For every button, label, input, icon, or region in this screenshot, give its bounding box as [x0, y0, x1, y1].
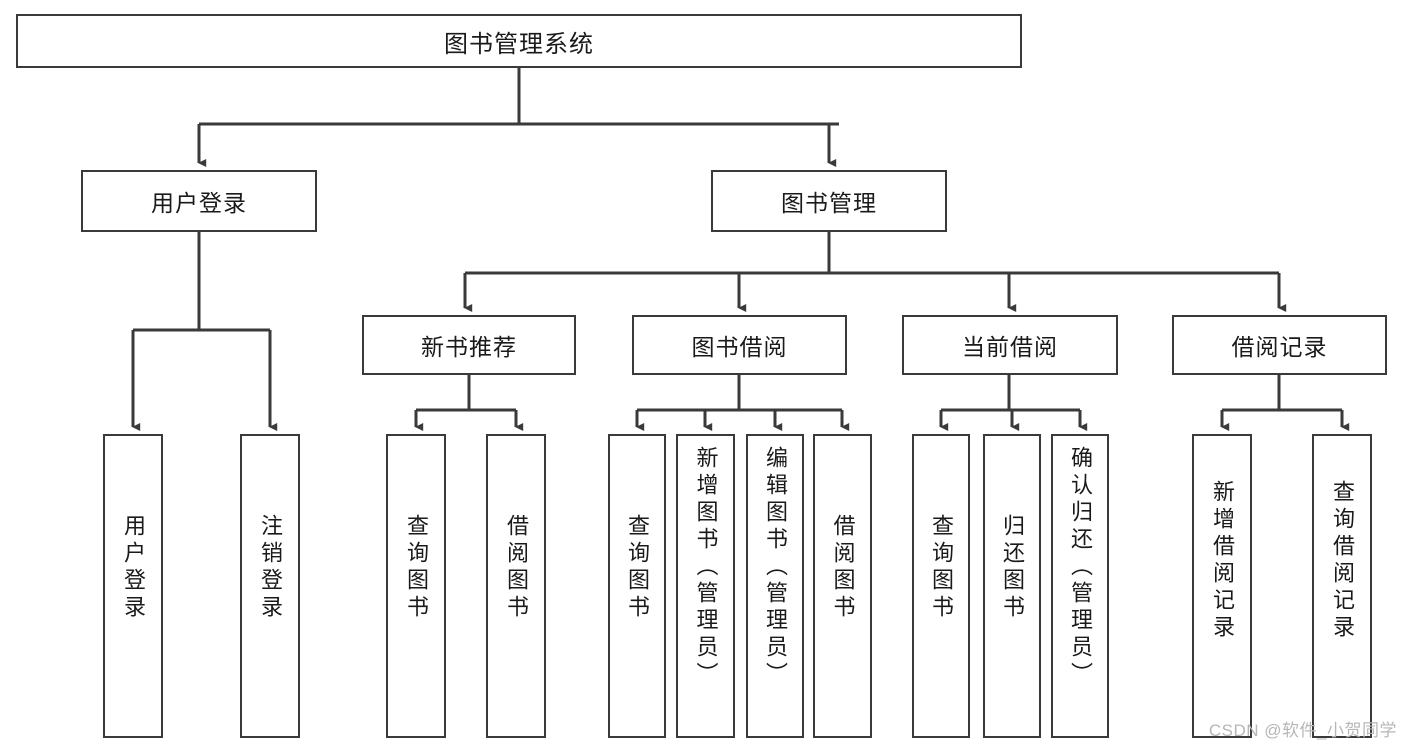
- leaf-borrow-book-new[interactable]: 借阅图书: [486, 434, 546, 738]
- leaf-add-borrow-record[interactable]: 新增借阅记录: [1192, 434, 1252, 738]
- leaf-user-logout[interactable]: 注销登录: [240, 434, 300, 738]
- leaf-query-book-new[interactable]: 查询图书: [386, 434, 446, 738]
- leaf-lend-book[interactable]: 借阅图书: [813, 434, 872, 738]
- node-user-login[interactable]: 用户登录: [81, 170, 317, 232]
- node-borrow-records-label: 借阅记录: [1231, 334, 1328, 360]
- node-book-management-label: 图书管理: [781, 190, 877, 216]
- node-current-borrow-label: 当前借阅: [962, 334, 1058, 360]
- node-new-book-recommend[interactable]: 新书推荐: [362, 315, 576, 375]
- csdn-watermark: CSDN @软件_小贺同学: [1208, 721, 1397, 740]
- leaf-query-borrow-record-label: 查询借阅记录: [1330, 480, 1355, 642]
- node-borrow-records[interactable]: 借阅记录: [1172, 315, 1387, 375]
- leaf-add-book-admin[interactable]: 新增图书（管理员）: [676, 434, 735, 738]
- leaf-add-book-admin-label: 新增图书（管理员）: [693, 446, 719, 689]
- leaf-query-borrow-record[interactable]: 查询借阅记录: [1312, 434, 1372, 738]
- node-current-borrow[interactable]: 当前借阅: [902, 315, 1118, 375]
- node-root-label: 图书管理系统: [444, 30, 594, 58]
- node-book-management[interactable]: 图书管理: [711, 170, 947, 232]
- leaf-return-book-label: 归还图书: [1000, 514, 1025, 622]
- leaf-query-book-new-label: 查询图书: [404, 514, 429, 622]
- node-user-login-label: 用户登录: [151, 190, 247, 216]
- leaf-lend-book-label: 借阅图书: [830, 514, 856, 622]
- leaf-confirm-return-admin-label: 确认归还（管理员）: [1068, 446, 1093, 689]
- node-new-book-recommend-label: 新书推荐: [421, 334, 517, 360]
- leaf-edit-book-admin[interactable]: 编辑图书（管理员）: [746, 434, 804, 738]
- leaf-borrow-book-new-label: 借阅图书: [504, 514, 529, 622]
- node-root[interactable]: 图书管理系统: [16, 14, 1022, 68]
- node-book-borrow-label: 图书借阅: [691, 334, 788, 360]
- leaf-return-book[interactable]: 归还图书: [983, 434, 1041, 738]
- leaf-confirm-return-admin[interactable]: 确认归还（管理员）: [1051, 434, 1109, 738]
- leaf-query-book-current[interactable]: 查询图书: [912, 434, 970, 738]
- leaf-edit-book-admin-label: 编辑图书（管理员）: [763, 446, 788, 689]
- leaf-query-book-borrow[interactable]: 查询图书: [608, 434, 666, 738]
- node-book-borrow[interactable]: 图书借阅: [632, 315, 847, 375]
- leaf-add-borrow-record-label: 新增借阅记录: [1210, 480, 1235, 642]
- leaf-user-logout-label: 注销登录: [258, 514, 283, 622]
- leaf-user-login-label: 用户登录: [121, 514, 146, 622]
- leaf-user-login[interactable]: 用户登录: [103, 434, 163, 738]
- leaf-query-book-current-label: 查询图书: [929, 514, 954, 622]
- leaf-query-book-borrow-label: 查询图书: [625, 514, 650, 622]
